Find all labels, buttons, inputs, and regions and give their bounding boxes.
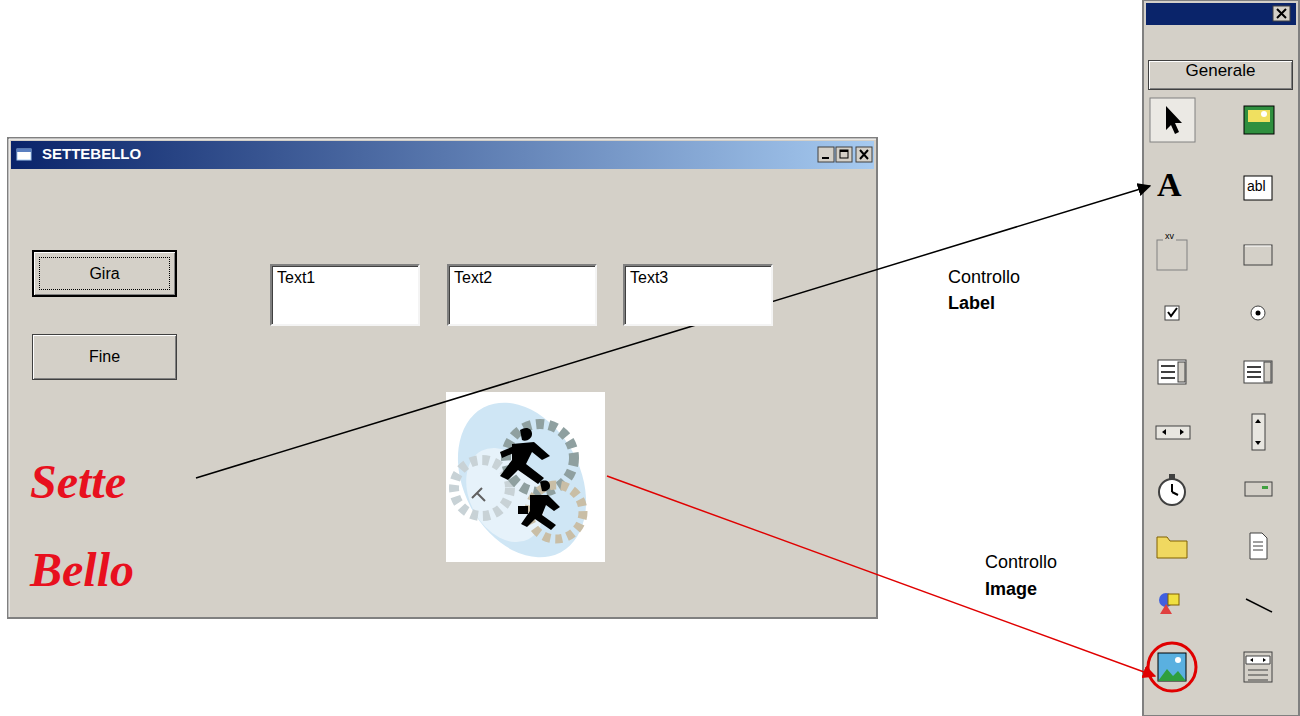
- text-box-text: Text2: [454, 269, 590, 287]
- text-box-text: Text1: [277, 269, 413, 287]
- label-anchor: Label: [948, 294, 995, 314]
- label-control: Sette Bello: [30, 438, 205, 618]
- label-anchor: abl: [1247, 179, 1266, 194]
- annotation-text: Controllo: [985, 553, 1057, 573]
- toolbox-glyph: abl: [1247, 179, 1266, 194]
- leader-arrow: [196, 186, 1150, 478]
- label-anchor: xv: [1163, 232, 1176, 242]
- label-anchor: A: [1157, 166, 1182, 203]
- annotation-text: Label: [948, 294, 995, 314]
- command-button-text: Fine: [89, 348, 120, 366]
- label-control-text: Sette Bello: [30, 438, 205, 614]
- annotation-text: Image: [985, 580, 1037, 600]
- label-anchor: Image: [985, 580, 1037, 600]
- text-box: Text1: [270, 264, 420, 326]
- text-box: Text2: [447, 264, 597, 326]
- toolbox-glyph: xv: [1163, 232, 1176, 242]
- form-window-text: SETTEBELLO: [42, 145, 141, 162]
- toolbox-panel-text: Generale: [1148, 60, 1293, 90]
- annotation-text: Controllo: [948, 268, 1020, 288]
- window-buttons: [818, 147, 872, 162]
- toolbox-icons: [1150, 98, 1274, 682]
- label-anchor: Controllo: [948, 268, 1020, 288]
- form-window: SETTEBELLO GiraFine Text1 Text2 Text3Sette B…: [8, 138, 877, 618]
- form-frame: [8, 138, 877, 618]
- toolbox-glyph: A: [1157, 166, 1182, 203]
- label-anchor: Controllo: [985, 553, 1057, 573]
- highlight-circle: [1148, 643, 1196, 691]
- text-box: Text3: [623, 264, 773, 326]
- leader-arrow: [607, 476, 1155, 676]
- window-icon: [17, 149, 31, 160]
- command-button: Gira: [32, 250, 177, 297]
- image-illustration: [432, 380, 611, 579]
- toolbox-frame: [1143, 0, 1299, 716]
- toolbox-panel: Generale: [1143, 0, 1297, 716]
- command-button: Fine: [32, 334, 177, 380]
- text-box-text: Text3: [630, 269, 766, 287]
- command-button-text: Gira: [89, 265, 119, 283]
